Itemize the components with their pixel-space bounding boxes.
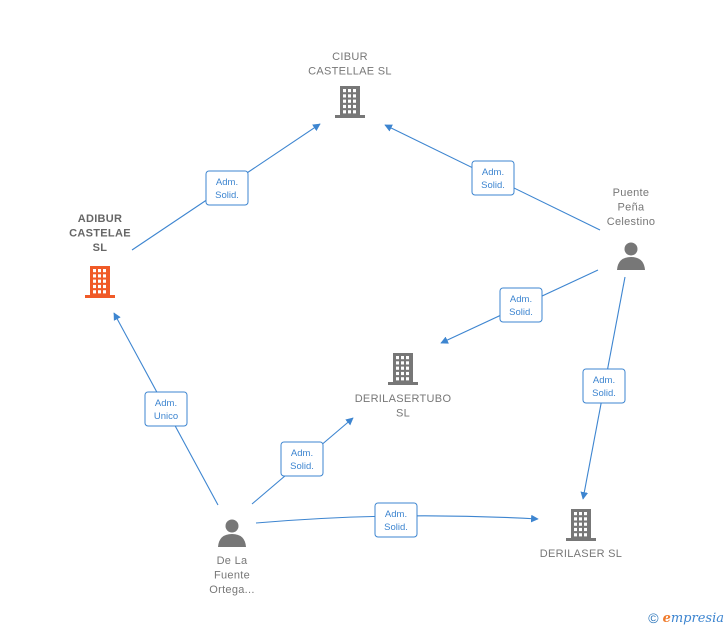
person-icon xyxy=(218,519,246,547)
node-label-line: DERILASER SL xyxy=(540,548,622,560)
node-label-line: CIBUR xyxy=(332,51,368,63)
edge-label-line: Solid. xyxy=(215,190,239,201)
edge-delafuente-to-derilasertubo[interactable]: Adm. Solid. xyxy=(251,417,354,505)
edge-label-line: Solid. xyxy=(592,388,616,399)
node-label-line: CASTELLAE SL xyxy=(308,66,392,78)
node-adibur[interactable]: ADIBUR CASTELAE SL xyxy=(69,213,131,298)
footer-credit: © empresia xyxy=(648,610,724,626)
node-label-line: CASTELAE xyxy=(69,228,131,240)
edge-label-line: Adm. xyxy=(510,294,532,305)
edge-puente-to-derilaser[interactable]: Adm. Solid. xyxy=(580,276,626,500)
edge-adibur-to-cibur[interactable]: Adm. Solid. xyxy=(131,123,321,251)
node-cibur[interactable]: CIBUR CASTELLAE SL xyxy=(308,51,392,118)
empresia-logo[interactable]: empresia xyxy=(662,610,724,626)
node-label-line: ADIBUR xyxy=(78,213,123,225)
edge-label-line: Adm. xyxy=(593,375,615,386)
edge-label[interactable]: Adm. Unico xyxy=(144,391,188,427)
node-label-line: Puente xyxy=(613,187,650,199)
edge-delafuente-to-adibur[interactable]: Adm. Unico xyxy=(113,312,219,506)
node-label-line: Ortega... xyxy=(209,584,255,596)
edge-label-line: Adm. xyxy=(291,448,313,459)
edges-layer: Adm. Solid. Adm. Solid. Adm. Solid. Adm. Solid.… xyxy=(113,123,626,538)
node-label-line: Peña xyxy=(618,202,645,214)
edge-label-line: Solid. xyxy=(290,461,314,472)
building-icon xyxy=(566,509,596,541)
edge-label-line: Adm. xyxy=(385,509,407,520)
node-label-line: DERILASERTUBO xyxy=(355,393,452,405)
node-label-line: SL xyxy=(93,242,108,254)
node-derilaser[interactable]: DERILASER SL xyxy=(540,509,622,560)
edge-label-line: Adm. xyxy=(155,398,177,409)
edge-label-line: Solid. xyxy=(384,522,408,533)
edge-label-line: Solid. xyxy=(509,307,533,318)
node-label-line: Fuente xyxy=(214,570,250,582)
node-derilasertubo[interactable]: DERILASERTUBO SL xyxy=(355,353,452,420)
building-icon xyxy=(335,86,365,118)
node-label-line: SL xyxy=(396,408,410,420)
edge-label[interactable]: Adm. Solid. xyxy=(499,287,543,323)
edge-label-line: Solid. xyxy=(481,180,505,191)
edge-delafuente-to-derilaser[interactable]: Adm. Solid. xyxy=(255,502,539,538)
edge-label-line: Unico xyxy=(154,411,178,422)
edge-label-line: Adm. xyxy=(482,167,504,178)
node-delafuente[interactable]: De La FuenteOrtega... xyxy=(209,519,255,597)
edge-puente-to-derilasertubo[interactable]: Adm. Solid. xyxy=(440,269,599,344)
edge-label[interactable]: Adm. Solid. xyxy=(280,441,324,477)
edge-label[interactable]: Adm. Solid. xyxy=(582,368,626,404)
edge-label-line: Adm. xyxy=(216,177,238,188)
copyright-symbol: © xyxy=(648,610,659,626)
building-icon xyxy=(85,266,115,298)
edge-puente-to-cibur[interactable]: Adm. Solid. xyxy=(384,124,601,231)
edge-label[interactable]: Adm. Solid. xyxy=(471,160,515,196)
edge-label[interactable]: Adm. Solid. xyxy=(205,170,249,206)
edge-label[interactable]: Adm. Solid. xyxy=(374,502,418,538)
building-icon xyxy=(388,353,418,385)
node-label-line: De La xyxy=(217,555,248,567)
person-icon xyxy=(617,242,645,270)
node-label-line: Celestino xyxy=(607,216,656,228)
